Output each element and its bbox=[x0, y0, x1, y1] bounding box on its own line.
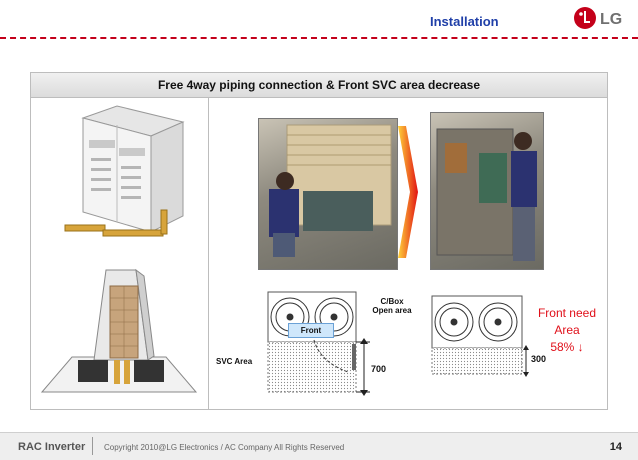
section-title: Installation bbox=[430, 14, 499, 29]
footer-bar bbox=[0, 433, 638, 460]
logo-text: LG bbox=[600, 11, 622, 28]
svc-area-diagram bbox=[267, 291, 529, 396]
photo-service-after bbox=[430, 112, 544, 270]
page-number: 14 bbox=[609, 441, 622, 453]
transition-arrow bbox=[398, 126, 418, 258]
outdoor-unit-illustration bbox=[64, 105, 185, 237]
header-divider bbox=[0, 37, 638, 39]
footer-product-name: RAC Inverter bbox=[18, 441, 86, 453]
panel-divider bbox=[208, 98, 209, 410]
footer-divider bbox=[0, 432, 638, 433]
front-label: Front bbox=[288, 323, 334, 338]
fan-icon bbox=[434, 302, 518, 342]
building-piping-illustration bbox=[40, 268, 198, 393]
area-reduction-note: Front need Area 58% ↓ bbox=[537, 306, 597, 354]
panel-title-bar bbox=[30, 72, 608, 98]
cbox-label: C/Box Open area bbox=[372, 297, 412, 315]
dim-before-label: 700 bbox=[371, 364, 387, 374]
footer-separator bbox=[92, 437, 93, 455]
lg-logo: LG bbox=[574, 7, 622, 29]
svc-area-label: SVC Area bbox=[216, 357, 253, 366]
footer-copyright: Copyright 2010@LG Electronics / AC Compa… bbox=[104, 443, 345, 452]
photo-service-before bbox=[258, 118, 398, 270]
panel-title: Free 4way piping connection & Front SVC … bbox=[157, 78, 481, 92]
dim-after-label: 300 bbox=[531, 354, 547, 364]
